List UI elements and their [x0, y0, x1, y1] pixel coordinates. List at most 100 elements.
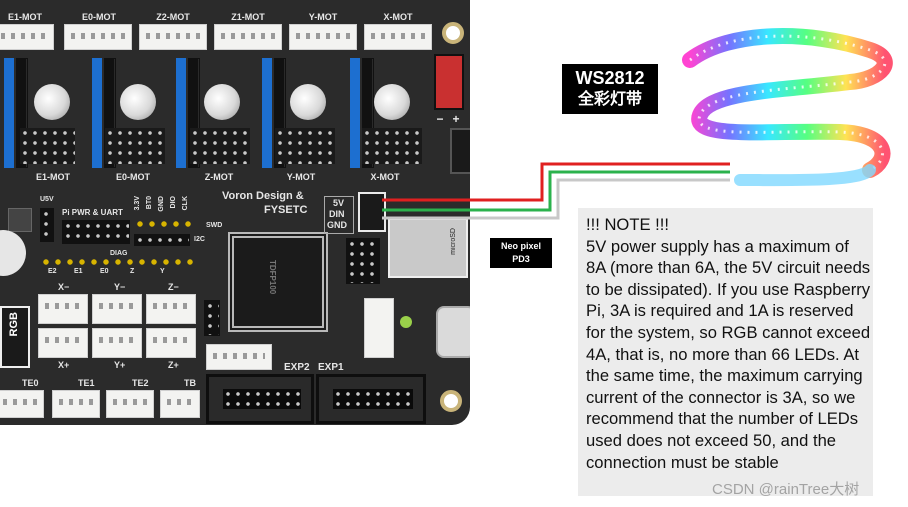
thermistor-tb: [160, 390, 200, 418]
exp1-label: EXP1: [318, 362, 344, 373]
capacitor: [204, 84, 240, 120]
small-connector: [206, 344, 272, 370]
motor-connector-z1: [214, 24, 282, 50]
pin-label-gnd: GND: [158, 196, 165, 212]
motor-label-top-z2: Z2-MOT: [156, 12, 190, 22]
power-minus-label: −: [436, 112, 444, 126]
note-panel: !!! NOTE !!! 5V power supply has a maxim…: [578, 208, 873, 496]
motor-label-bottom-e1: E1-MOT: [35, 172, 70, 182]
rgb-pin-5v: 5V: [333, 198, 345, 208]
capacitor: [374, 84, 410, 120]
endstop-label-y-minus: Y−: [114, 282, 126, 292]
rgb-left-label: RGB: [8, 312, 20, 337]
pi-uart-header: [62, 220, 130, 244]
pin-label-clk: CLK: [182, 196, 189, 211]
watermark: CSDN @rainTree大树: [712, 481, 860, 498]
motor-connector-e0: [64, 24, 132, 50]
brand-line-2: FYSETC: [264, 204, 308, 216]
motor-connector-y: [289, 24, 357, 50]
axis-label-e0: E0: [100, 268, 109, 275]
motor-connector-e1: [0, 24, 54, 50]
swd-pin-labels: 3.3V BT0 GND DIO CLK: [134, 196, 204, 218]
motor-label-top-y: Y-MOT: [308, 12, 338, 22]
left-connector: [0, 230, 26, 276]
power-plus-label: +: [452, 112, 460, 126]
controller-board: E1-MOT E0-MOT Z2-MOT Z1-MOT Y-MOT X-MOT …: [0, 0, 470, 425]
capacitor: [120, 84, 156, 120]
pin-label-3v3: 3.3V: [134, 196, 141, 211]
rgb-header-left: [0, 306, 30, 368]
thermistor-te0: [0, 390, 44, 418]
i2c-header: [134, 234, 190, 246]
tb-label: TB: [184, 378, 196, 388]
rgb-pin-gnd: GND: [327, 220, 347, 230]
brand-line-1: Voron Design &: [222, 190, 304, 202]
sd-label: microSD: [450, 228, 457, 255]
neo-pixel-line2: PD3: [512, 254, 530, 264]
wire-green-din: [382, 170, 730, 212]
ws2812-title: WS2812: [575, 68, 645, 88]
neo-pixel-line1: Neo pixel: [500, 241, 541, 251]
exp2-label: EXP2: [284, 362, 310, 373]
fan-header: [450, 128, 470, 174]
capacitor: [34, 84, 70, 120]
diag-label: DIAG: [110, 250, 128, 257]
ws2812-led-strip: [682, 28, 893, 187]
pi-pwr-uart-label: Pi PWR & UART: [62, 208, 123, 217]
u5v-jumper: [40, 208, 54, 242]
endstop-label-y-plus: Y+: [114, 360, 126, 370]
mcu-chip: TDFP100: [228, 232, 328, 332]
te1-label: TE1: [78, 378, 95, 388]
thermistor-te1: [52, 390, 100, 418]
mounting-hole: [442, 22, 464, 44]
thermistor-te2: [106, 390, 154, 418]
fan-connector-right: [364, 298, 394, 358]
te2-label: TE2: [132, 378, 149, 388]
motor-connector-x: [364, 24, 432, 50]
motor-connector-z2: [139, 24, 207, 50]
te0-label: TE0: [22, 378, 39, 388]
neo-pixel-label: Neo pixel PD3: [490, 238, 552, 268]
i2c-label: I2C: [194, 236, 205, 243]
stepper-driver-bays: [0, 58, 440, 178]
endstop-label-z-plus: Z+: [168, 360, 179, 370]
ext-header: [346, 238, 380, 284]
motor-label-top-z1: Z1-MOT: [231, 12, 265, 22]
swd-header: [134, 220, 194, 228]
pin-label-dio: DIO: [170, 196, 177, 209]
rgb-wires: [382, 162, 730, 220]
motor-label-bottom-e0: E0-MOT: [115, 172, 150, 182]
capacitor: [290, 84, 326, 120]
led: [400, 316, 412, 328]
diag-row: DIAG E2 E1 E0 Z Y: [40, 250, 200, 276]
motor-label-top-x: X-MOT: [383, 12, 413, 22]
ws2812-subtitle: 全彩灯带: [577, 91, 642, 108]
endstop-label-z-minus: Z−: [168, 282, 179, 292]
ws2812-label: WS2812 全彩灯带: [562, 64, 658, 114]
note-text: !!! NOTE !!! 5V power supply has a maxim…: [586, 215, 871, 472]
usb-c-port: [436, 306, 470, 358]
motor-label-top-e1: E1-MOT: [7, 12, 42, 22]
pin-label-bt0: BT0: [146, 196, 153, 210]
top-motor-connectors: E1-MOT E0-MOT Z2-MOT Z1-MOT Y-MOT X-MOT: [0, 0, 470, 60]
exp2-header: [206, 374, 314, 424]
u5v-label: U5V: [40, 196, 54, 203]
axis-label-y: Y: [160, 268, 165, 275]
axis-label-z: Z: [130, 268, 135, 275]
endstop-label-x-minus: X−: [58, 282, 70, 292]
endstop-connectors: X− Y− Z− X+ Y+ Z+: [36, 280, 206, 370]
endstop-label-x-plus: X+: [58, 360, 70, 370]
rgb-connector: [358, 192, 386, 232]
motor-label-bottom-z: Z-MOT: [204, 172, 234, 182]
rgb-pin-din: DIN: [329, 209, 345, 219]
swd-label: SWD: [206, 222, 223, 229]
switch: [8, 208, 32, 232]
axis-label-e2: E2: [48, 268, 57, 275]
motor-label-bottom-y: Y-MOT: [286, 172, 316, 182]
mounting-hole: [440, 390, 462, 412]
wire-white-gnd: [382, 178, 730, 220]
wire-red-5v: [382, 162, 730, 202]
rgb-silk-box: 5V DIN GND: [324, 196, 354, 234]
motor-label-top-e0: E0-MOT: [81, 12, 116, 22]
probe-header: [204, 300, 220, 336]
